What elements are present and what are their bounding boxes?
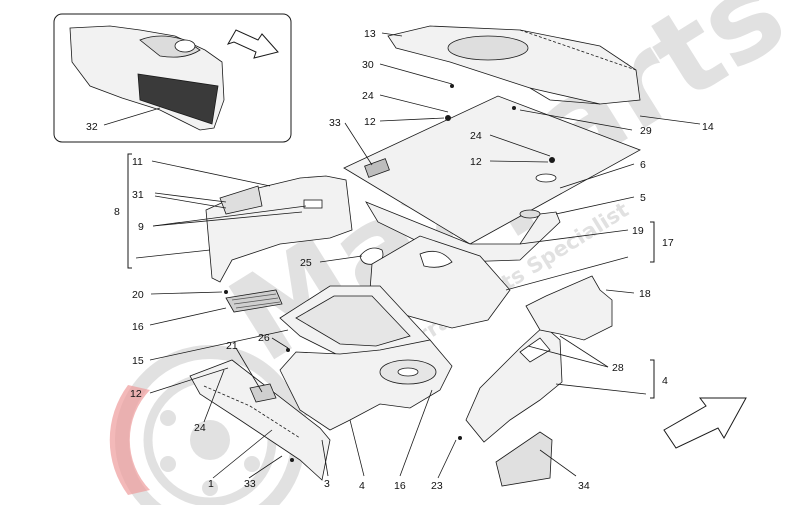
callout-24: 24: [194, 422, 206, 434]
callout-4: 4: [359, 480, 365, 492]
callout-6: 6: [640, 159, 646, 171]
direction-arrow-icon: [226, 29, 279, 59]
callout-25: 25: [300, 257, 312, 269]
callout-31: 33: [329, 117, 341, 129]
callout-15: 15: [132, 355, 144, 367]
callout-8: 8: [114, 206, 120, 218]
callout-17: 17: [662, 237, 674, 249]
callout-24: 24: [362, 90, 374, 102]
callout-34: 34: [578, 480, 590, 492]
right-side-panel: [465, 275, 613, 443]
parts: [189, 25, 641, 487]
callout-12: 12: [130, 388, 142, 400]
inset-detail: [53, 13, 292, 143]
callout-26: 26: [258, 332, 270, 344]
callout-33: 33: [244, 478, 256, 490]
callout-21: 20: [132, 289, 144, 301]
callout-27: 29: [640, 125, 652, 137]
callout-13: 13: [364, 28, 376, 40]
parcel-shelf: [387, 25, 641, 105]
callout-14: 14: [702, 121, 714, 133]
trunk-floor: [279, 339, 453, 431]
lower-panel: [365, 201, 561, 263]
callout-11: 11: [132, 156, 143, 168]
part-34-pad: [495, 431, 553, 487]
callout-16: 16: [394, 480, 406, 492]
callout-18: 16: [132, 321, 144, 333]
storage-tub: [279, 285, 431, 367]
leader-lines: [103, 32, 701, 479]
side-trim-panel: [205, 175, 353, 283]
callout-28: 30: [362, 59, 374, 71]
callout-19: 19: [632, 225, 644, 237]
fasteners: [224, 84, 555, 462]
bracket-8: [127, 153, 132, 269]
callout-3: 3: [324, 478, 330, 490]
vent-grille: [225, 289, 283, 313]
callout-20: 18: [639, 288, 651, 300]
callout-22: 21: [226, 340, 238, 352]
callout-7: 4: [662, 375, 668, 387]
callout-1: 1: [208, 478, 214, 490]
direction-arrow-icon: [663, 397, 747, 449]
callout-32: 32: [86, 121, 98, 133]
callout-9: 9: [138, 221, 144, 233]
floor-mat: [369, 235, 511, 329]
callout-5: 5: [640, 192, 646, 204]
inset-side-trim: [69, 25, 225, 131]
bracket-7: [650, 359, 655, 399]
callout-12: 12: [364, 116, 376, 128]
sill-trim: [189, 359, 331, 481]
callout-24: 24: [470, 130, 482, 142]
callout-30: 31: [132, 189, 144, 201]
callout-12: 12: [470, 156, 482, 168]
callout-29: 28: [612, 362, 624, 374]
callout-23: 23: [431, 480, 443, 492]
group-brackets: [127, 153, 655, 399]
callouts: 32 13 30 24 12 14 33 29 24 12 6 5 11 31 …: [86, 28, 714, 492]
bracket-17: [650, 221, 655, 263]
